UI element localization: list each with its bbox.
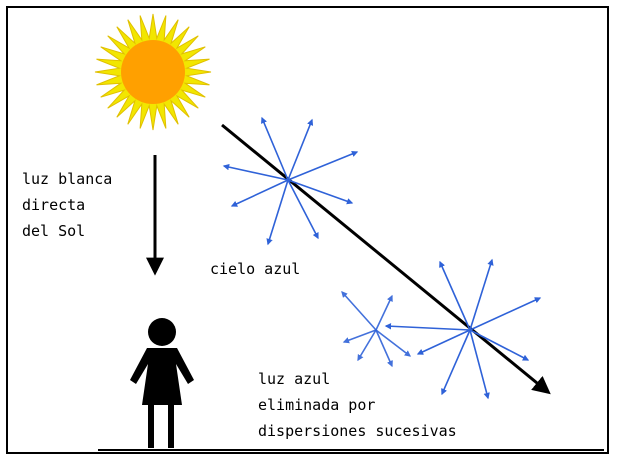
scatter-arrow [287,179,319,240]
scatter-arrow [469,329,530,361]
sunlight-path-arrow [221,123,551,395]
scatter-arrow [441,329,471,396]
scatter-arrow [341,291,377,331]
white-light-label-3: del Sol [22,222,85,240]
scatter-arrow [287,150,359,181]
scatter-arrow [230,179,289,207]
scatter-point-faint [341,291,412,368]
white-light-label-1: luz blanca [22,170,112,188]
scatter-point-lower [384,258,542,400]
sun-icon [94,13,212,131]
blue-removed-label-1: luz azul [258,370,330,388]
scatter-arrow [439,260,471,331]
blue-sky-label: cielo azul [210,260,300,278]
scatter-arrow [469,258,494,331]
scatter-arrow [416,329,471,355]
scatter-arrow [261,116,289,181]
scatter-arrow [342,329,377,344]
scatter-arrow [266,179,289,246]
scatter-arrow [287,118,314,181]
scatter-arrow [384,323,471,331]
person-icon [130,318,194,448]
scatter-arrow [375,329,412,357]
scatter-point-upper [222,116,359,246]
scatter-arrow [375,294,393,331]
scatter-arrow [375,329,393,368]
scatter-arrow [222,163,289,181]
blue-removed-label-3: dispersiones sucesivas [258,422,457,440]
scatter-arrow [469,329,490,400]
blue-removed-label-2: eliminada por [258,396,375,414]
scatter-arrow [469,297,542,331]
scatter-arrow [287,179,354,205]
white-light-label-2: directa [22,196,85,214]
scatter-arrow [357,329,377,362]
